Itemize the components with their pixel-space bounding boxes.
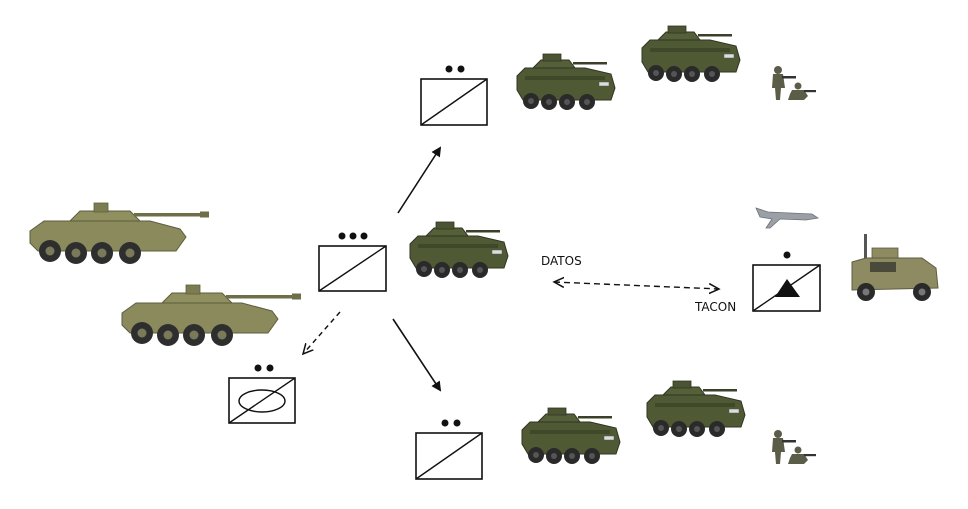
tactical-vehicle xyxy=(851,234,939,301)
uav-drone xyxy=(755,207,820,229)
echelon-dot xyxy=(338,232,346,240)
datos-label: DATOS xyxy=(541,254,582,268)
platoon-top-apc-1 xyxy=(516,53,616,111)
platoon-bottom-soldiers xyxy=(772,430,816,464)
dashed-arrow-to-recon xyxy=(303,311,341,354)
echelon-dot xyxy=(266,364,274,372)
platoon-symbol-top xyxy=(420,65,488,126)
arrow-to-platoon-top xyxy=(397,146,442,214)
platoon-bottom-apc-2 xyxy=(646,380,746,438)
echelon-dot xyxy=(453,419,461,427)
platoon-symbol-bottom xyxy=(415,419,483,480)
tacon-label: TACON xyxy=(694,300,736,314)
echelon-dot xyxy=(254,364,262,372)
echelon-dot xyxy=(457,65,465,73)
echelon-dot xyxy=(349,232,357,240)
platoon-top-soldiers xyxy=(772,66,816,100)
uav-unit-symbol xyxy=(752,251,821,312)
platoon-symbol-recon xyxy=(228,364,296,424)
echelon-dot xyxy=(360,232,368,240)
echelon-dot xyxy=(441,419,449,427)
wheeled-tank-destroyer-2 xyxy=(121,284,302,347)
echelon-dot xyxy=(783,251,791,259)
wheeled-tank-destroyer-1 xyxy=(29,202,210,265)
echelon-dot xyxy=(445,65,453,73)
platoon-bottom-apc-1 xyxy=(521,407,621,465)
platoon-top-apc-2 xyxy=(641,25,741,83)
arrow-to-platoon-bottom xyxy=(392,318,442,392)
datos-link-arrow xyxy=(554,282,719,289)
company-symbol xyxy=(318,232,387,292)
company-apc xyxy=(409,221,509,279)
